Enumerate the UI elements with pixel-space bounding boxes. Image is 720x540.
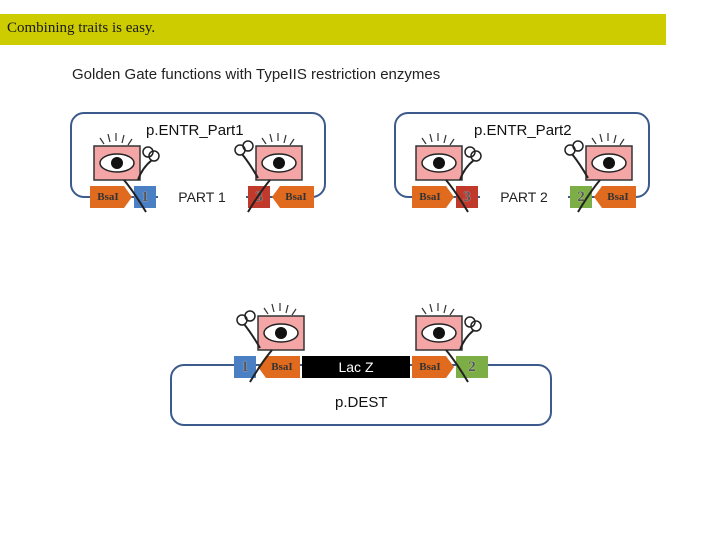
plasmid-entr-part1-label: p.ENTR_Part1 xyxy=(146,122,244,139)
title-bar: Combining traits is easy. xyxy=(0,14,666,45)
bsai-arrow-icon xyxy=(594,186,636,208)
plasmid-dest-label: p.DEST xyxy=(335,394,388,411)
bsai-site-entr2-left: BsaI xyxy=(412,186,454,208)
bsai-label: BsaI xyxy=(419,361,441,373)
part1-segment: PART 1 xyxy=(158,186,246,208)
bsai-arrow-icon xyxy=(412,186,454,208)
bsai-label: BsaI xyxy=(419,191,441,203)
lacz-segment: Lac Z xyxy=(302,356,410,378)
bsai-arrow-icon xyxy=(258,356,300,378)
bsai-site-entr1-left: BsaI xyxy=(90,186,132,208)
slide-subtitle: Golden Gate functions with TypeIIS restr… xyxy=(72,66,441,83)
slide-title: Combining traits is easy. xyxy=(7,20,156,36)
eye-enzyme-icon xyxy=(236,303,305,383)
overhang-2-dest: 2 xyxy=(456,356,488,378)
eye-enzyme-icon xyxy=(564,133,633,213)
bsai-label: BsaI xyxy=(285,191,307,203)
eye-enzyme-icon xyxy=(234,133,303,213)
eye-enzyme-icon xyxy=(415,303,482,383)
bsai-arrow-icon xyxy=(272,186,314,208)
bsai-arrow-icon xyxy=(90,186,132,208)
bsai-site-dest-left: BsaI xyxy=(258,356,300,378)
bsai-label: BsaI xyxy=(271,361,293,373)
overhang-2-entr2: 2 xyxy=(570,186,592,208)
part2-segment: PART 2 xyxy=(480,186,568,208)
plasmid-entr-part2-label: p.ENTR_Part2 xyxy=(474,122,572,139)
overhang-1-dest: 1 xyxy=(234,356,256,378)
bsai-site-entr1-right: BsaI xyxy=(272,186,314,208)
bsai-site-dest-right: BsaI xyxy=(412,356,454,378)
bsai-arrow-icon xyxy=(412,356,454,378)
bsai-label: BsaI xyxy=(607,191,629,203)
bsai-site-entr2-right: BsaI xyxy=(594,186,636,208)
eye-enzyme-icon xyxy=(415,133,482,213)
eye-enzyme-icon xyxy=(93,133,160,213)
bsai-label: BsaI xyxy=(97,191,119,203)
